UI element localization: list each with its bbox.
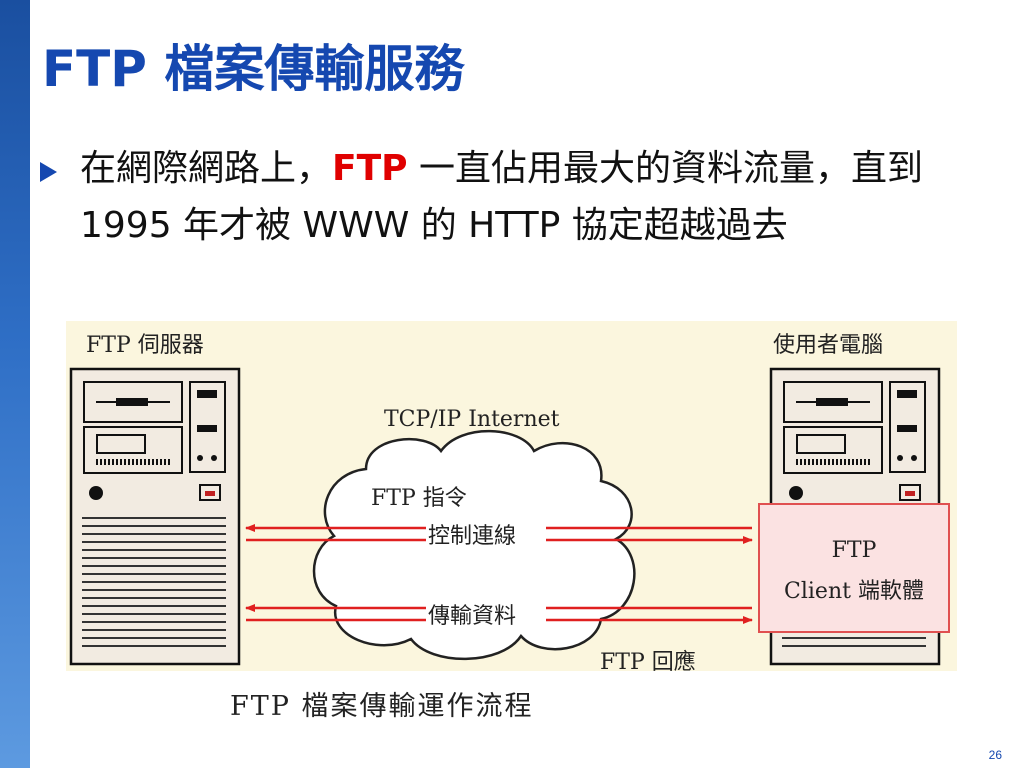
reply-label: FTP 回應 bbox=[600, 649, 696, 671]
transfer-data-label: 傳輸資料 bbox=[428, 604, 516, 629]
bullet-text-before: 在網際網路上， bbox=[80, 148, 333, 189]
figure-caption: FTP 檔案傳輸運作流程 bbox=[230, 691, 534, 722]
triangle-bullet-icon bbox=[40, 162, 57, 182]
control-connection-label: 控制連線 bbox=[428, 524, 516, 549]
bullet-item: 在網際網路上，FTP 一直佔用最大的資料流量，直到 1995 年才被 WWW 的… bbox=[80, 140, 1000, 254]
bullet-text-after: 一直佔用最大的資料流量，直到 1995 年才被 WWW 的 HTTP 協定超越過… bbox=[80, 148, 924, 246]
ftp-diagram: FTP 伺服器 使用者電腦 TCP/IP Internet FTP 指令 控制連… bbox=[66, 321, 957, 671]
bullet-highlight-ftp: FTP bbox=[332, 148, 408, 189]
ftp-diagram-canvas: FTP 伺服器 使用者電腦 TCP/IP Internet FTP 指令 控制連… bbox=[69, 333, 950, 671]
server-computer-icon bbox=[69, 367, 241, 666]
network-label: TCP/IP Internet bbox=[384, 407, 560, 432]
slide-title: FTP 檔案傳輸服務 bbox=[42, 40, 465, 98]
client-software-line1: FTP bbox=[832, 538, 877, 563]
client-label: 使用者電腦 bbox=[773, 333, 883, 358]
page-number: 26 bbox=[988, 748, 1002, 762]
command-label: FTP 指令 bbox=[371, 486, 467, 511]
ftp-client-software-box bbox=[758, 503, 950, 633]
server-label: FTP 伺服器 bbox=[86, 333, 204, 358]
sidebar-accent-bar bbox=[0, 0, 30, 768]
client-software-line2: Client 端軟體 bbox=[784, 579, 924, 604]
